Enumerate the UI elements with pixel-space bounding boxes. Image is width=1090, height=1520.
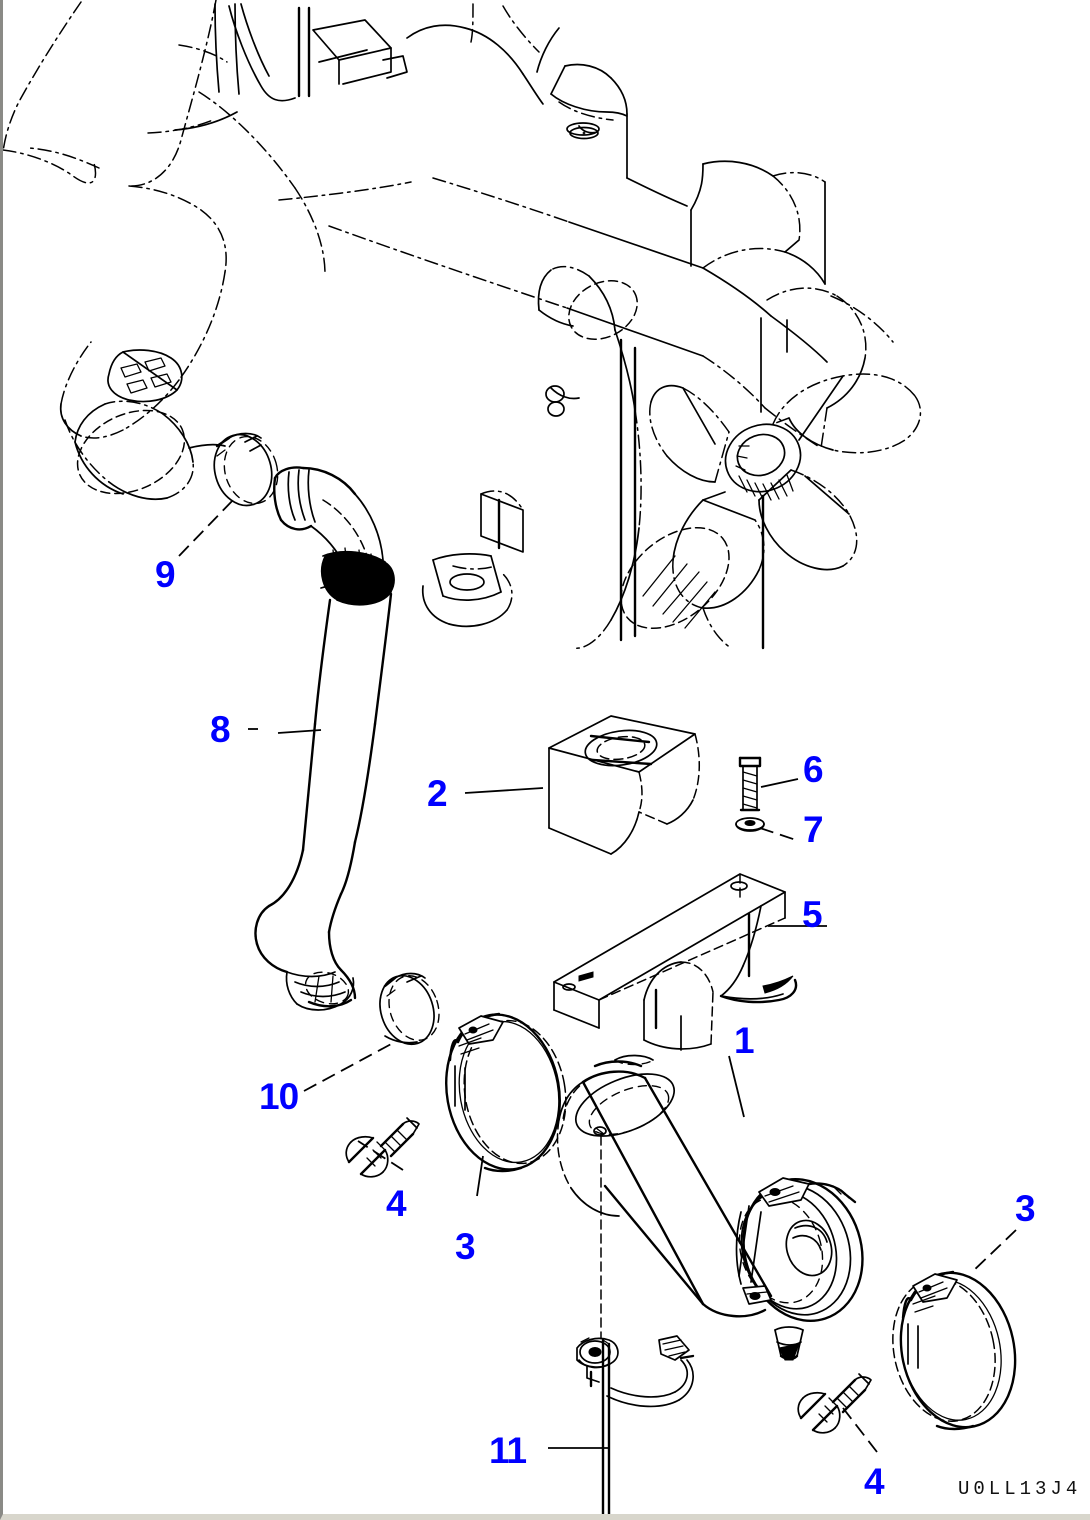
sheet-code: U0LL13J4 <box>958 1478 1082 1500</box>
part-10-hose-clamp-lower <box>379 972 440 1046</box>
callout-3-left: 3 <box>455 1226 476 1267</box>
callout-2: 2 <box>427 773 448 814</box>
callout-6: 6 <box>803 749 824 790</box>
assembly-line-drawing: .sl { fill:none; stroke:#000; stroke-wid… <box>3 0 1017 1514</box>
callout-1: 1 <box>734 1020 755 1061</box>
part-5-mounting-bracket <box>553 873 798 1051</box>
part-7-flat-washer <box>735 817 765 832</box>
leader-8 <box>277 729 322 734</box>
part-6-mounting-bolt <box>738 756 762 812</box>
leader-6 <box>760 778 799 788</box>
leader-10 <box>303 1042 394 1092</box>
callout-4-left: 4 <box>386 1183 407 1224</box>
callout-8: 8 <box>210 709 231 750</box>
callout-11: 11 <box>489 1430 527 1471</box>
part-4-clamp-screw-right <box>797 1373 872 1434</box>
callout-7: 7 <box>803 809 824 850</box>
part-3-clamp-band-right <box>892 1270 1017 1431</box>
callout-3-right: 3 <box>1015 1188 1036 1229</box>
leader-9 <box>178 497 236 557</box>
part-11-dust-indicator <box>576 1335 695 1514</box>
part-9-hose-clamp-upper <box>188 432 279 507</box>
callout-4-right: 4 <box>864 1461 885 1502</box>
leader-4-left <box>357 1140 404 1171</box>
callout-10: 10 <box>259 1076 299 1117</box>
engine-assembly-phantom <box>3 0 922 650</box>
part-2-rubber-cushion-mount <box>548 715 701 855</box>
callout-9: 9 <box>155 554 176 595</box>
leader-1 <box>728 1055 745 1118</box>
callout-5: 5 <box>802 894 823 935</box>
leader-3-right <box>970 1229 1017 1274</box>
leader-2 <box>464 787 544 794</box>
callout-leader-lines <box>178 497 1017 1453</box>
part-8-air-intake-hose <box>254 466 395 1011</box>
part-1-air-cleaner-body <box>556 1054 864 1361</box>
part-4-clamp-screw-left <box>345 1117 420 1178</box>
leader-7 <box>759 827 797 841</box>
part-3-clamp-band-left <box>445 1012 567 1173</box>
leader-4-right <box>842 1407 878 1453</box>
leader-3-left <box>476 1155 484 1197</box>
